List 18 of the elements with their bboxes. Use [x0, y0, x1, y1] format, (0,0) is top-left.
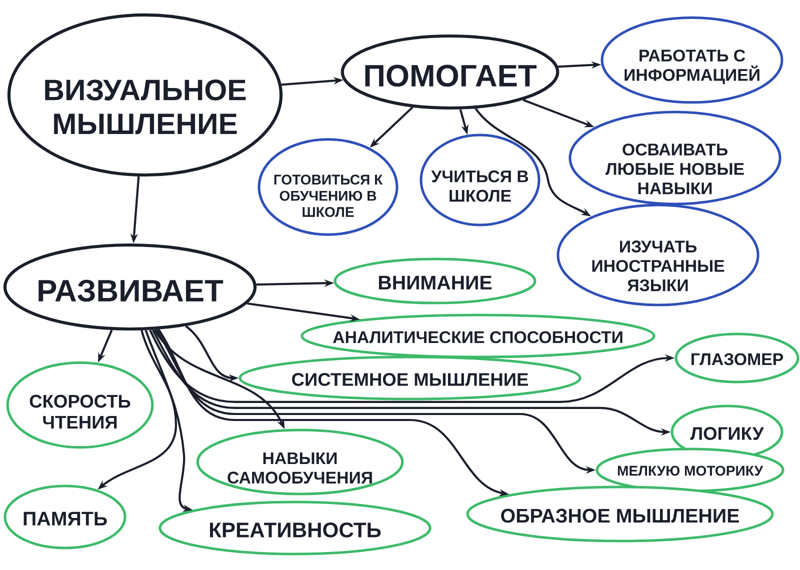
- oval-bubble: СКОРОСТЬ ЧТЕНИЯ: [6, 361, 154, 449]
- node-label: ОБРАЗНОЕ МЫШЛЕНИЕ: [501, 508, 739, 523]
- oval-bubble: МЕЛКУЮ МОТОРИКУ: [596, 448, 784, 492]
- oval-bubble: ПОМОГАЕТ: [340, 34, 560, 110]
- oval-bubble: АНАЛИТИЧЕСКИЕ СПОСОБНОСТИ: [300, 314, 656, 358]
- oval-bubble: КРЕАТИВНОСТЬ: [158, 500, 432, 556]
- oval-bubble: ПАМЯТЬ: [4, 484, 126, 550]
- oval-bubble: РАЗВИВАЕТ: [3, 243, 257, 331]
- oval-bubble: СИСТЕМНОЕ МЫШЛЕНИЕ: [238, 356, 582, 400]
- oval-bubble: РАБОТАТЬ С ИНФОРМАЦИЕЙ: [600, 16, 784, 104]
- oval-bubble: ГЛАЗОМЕР: [674, 332, 800, 384]
- node-label: МЕЛКУЮ МОТОРИКУ: [618, 466, 764, 476]
- oval-bubble: НАВЫКИ САМООБУЧЕНИЯ: [196, 428, 404, 496]
- oval-bubble: ИЗУЧАТЬ ИНОСТРАННЫЕ ЯЗЫКИ: [556, 204, 760, 306]
- oval-bubble: ОСВАИВАТЬ ЛЮБЫЕ НОВЫЕ НАВЫКИ: [568, 110, 782, 206]
- oval-bubble: УЧИТЬСЯ В ШКОЛЕ: [420, 134, 540, 226]
- oval-bubble: ВНИМАНИЕ: [334, 258, 536, 304]
- oval-bubble: ГОТОВИТЬСЯ К ОБУЧЕНИЮ В ШКОЛЕ: [258, 138, 398, 236]
